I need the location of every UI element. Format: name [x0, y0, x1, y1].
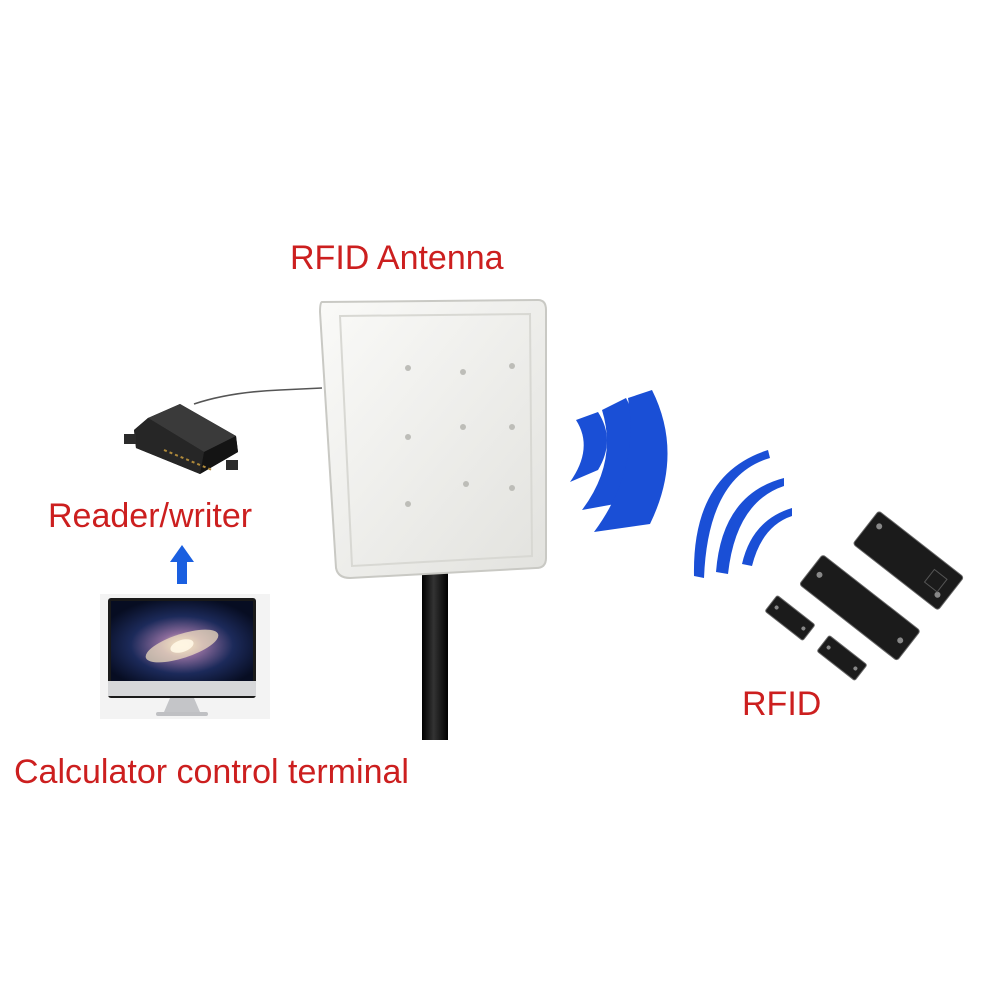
antenna-label: RFID Antenna — [290, 239, 504, 277]
rfid-tag-icon — [765, 511, 964, 681]
reader-writer-label: Reader/writer — [48, 497, 253, 535]
signal-wave-icon — [693, 450, 792, 578]
arrow-up-icon — [170, 545, 194, 584]
rfid-reader-device-icon — [124, 404, 238, 474]
antenna-pole — [422, 555, 448, 740]
rfid-tags-label: RFID — [742, 685, 822, 723]
signal-wave-icon — [570, 390, 668, 532]
panel-antenna-icon — [318, 298, 547, 580]
antenna-cable — [193, 387, 323, 405]
control-terminal-label: Calculator control terminal — [14, 753, 409, 791]
desktop-computer-icon — [100, 594, 270, 719]
